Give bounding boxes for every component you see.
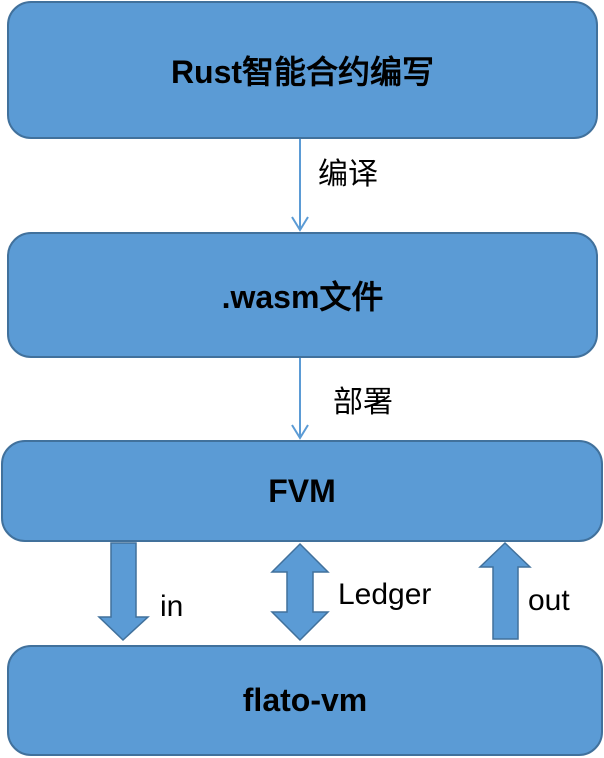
edge-label-in: in (160, 590, 184, 623)
connector-deploy (291, 358, 309, 440)
connector-compile (291, 139, 309, 232)
in-arrow-down-icon (97, 542, 150, 642)
node-flato-vm: flato-vm (7, 645, 603, 756)
out-arrow-up-icon (478, 541, 532, 640)
node-fvm: FVM (1, 440, 603, 542)
node-wasm-file: .wasm文件 (7, 232, 598, 358)
edge-label-compile: 编译 (318, 157, 378, 192)
node-label: Rust智能合约编写 (170, 54, 435, 90)
edge-label-ledger: Ledger (338, 578, 432, 611)
node-label: FVM (268, 472, 336, 509)
node-label: .wasm文件 (221, 279, 384, 315)
ledger-arrow-bidirectional-icon (270, 542, 330, 642)
node-rust-contract: Rust智能合约编写 (7, 1, 598, 139)
edge-label-out: out (528, 584, 570, 617)
node-label: flato-vm (242, 682, 368, 718)
edge-label-deploy: 部署 (333, 385, 393, 420)
